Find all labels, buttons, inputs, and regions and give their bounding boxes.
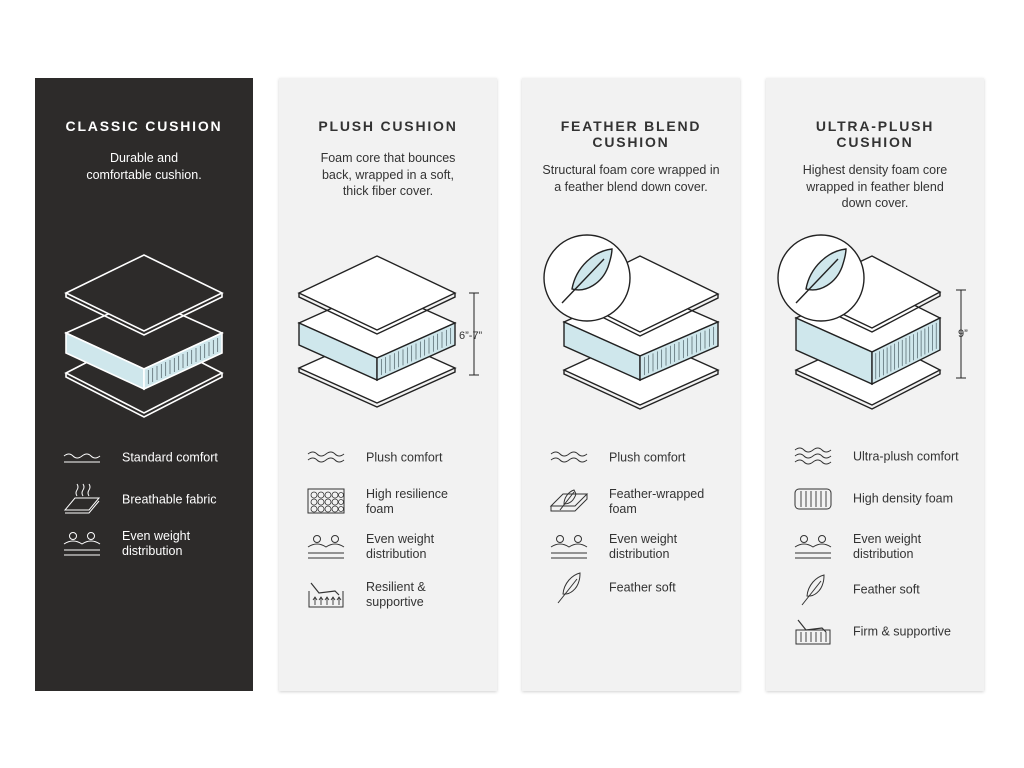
wave-lines-icon — [794, 447, 832, 465]
feature-feather-soft: Feather soft — [548, 570, 732, 606]
feature-firm-supportive: Firm & supportive — [792, 614, 976, 650]
plush-cushion-layers-illustration — [297, 255, 479, 408]
feature-standard-comfort: Standard comfort — [61, 440, 245, 476]
card-title: ULTRA-PLUSH CUSHION — [815, 118, 935, 150]
card-ultra-plush-cushion: ULTRA-PLUSH CUSHION Highest density foam… — [766, 78, 984, 691]
weight-distribution-icon — [63, 532, 101, 556]
feature-label: Even weight distribution — [366, 532, 435, 561]
feature-label: Even weight distribution — [609, 532, 678, 561]
feature-plush-comfort: Plush comfort — [305, 440, 489, 476]
feature-label: Even weight distribution — [122, 529, 191, 558]
feature-even-weight-distribution: Even weight distribution — [61, 526, 245, 562]
feature-label: Feather-wrapped foam — [609, 487, 705, 516]
feature-label: Feather soft — [853, 582, 920, 597]
weight-distribution-icon — [307, 535, 345, 559]
card-feather-blend-cushion: FEATHER BLEND CUSHION Structural foam co… — [522, 78, 740, 691]
dense-foam-icon — [794, 488, 832, 510]
wave-lines-icon — [307, 451, 345, 463]
card-title: FEATHER BLEND CUSHION — [560, 118, 702, 150]
card-description: Durable and comfortable cushion. — [86, 151, 202, 182]
wave-lines-icon — [550, 451, 588, 463]
feather-icon — [557, 572, 581, 604]
resilient-support-icon — [308, 582, 344, 608]
feather-badge-icon — [543, 234, 631, 322]
feature-high-resilience-foam: High resilience foam — [305, 484, 489, 520]
feature-label: High density foam — [853, 491, 954, 506]
card-description: Structural foam core wrapped in a feathe… — [542, 163, 720, 194]
feature-label: Ultra-plush comfort — [853, 449, 959, 464]
card-title: CLASSIC CUSHION — [65, 118, 223, 134]
feature-resilient-supportive: Resilient & supportive — [305, 577, 489, 613]
weight-distribution-icon — [550, 535, 588, 559]
feature-label: Breathable fabric — [122, 492, 217, 507]
feature-label: Standard comfort — [122, 450, 218, 465]
foam-cells-icon — [307, 488, 345, 514]
feature-even-weight-distribution: Even weight distribution — [305, 529, 489, 565]
feature-label: High resilience foam — [366, 487, 448, 516]
feather-icon — [801, 574, 825, 606]
card-title: PLUSH CUSHION — [318, 118, 458, 134]
feature-ultra-plush-comfort: Ultra-plush comfort — [792, 439, 976, 475]
height-measure-label: 6”-7” — [459, 330, 483, 342]
card-description: Foam core that bounces back, wrapped in … — [320, 151, 456, 198]
feature-label: Resilient & supportive — [366, 580, 426, 609]
feather-badge-icon — [777, 234, 865, 322]
feature-label: Feather soft — [609, 580, 676, 595]
height-measure-label: 9” — [958, 328, 968, 340]
ultra-plush-cushion-layers-illustration — [794, 255, 966, 410]
card-description: Highest density foam core wrapped in fea… — [802, 163, 948, 210]
breathable-fabric-icon — [63, 483, 101, 514]
feature-label: Firm & supportive — [853, 624, 951, 639]
feature-even-weight-distribution: Even weight distribution — [792, 529, 976, 565]
card-classic-cushion: CLASSIC CUSHION Durable and comfortable … — [35, 78, 253, 691]
feather-wrapped-foam-icon — [549, 489, 589, 512]
feature-even-weight-distribution: Even weight distribution — [548, 529, 732, 565]
feature-plush-comfort: Plush comfort — [548, 440, 732, 476]
weight-distribution-icon — [794, 535, 832, 559]
feature-label: Plush comfort — [609, 450, 686, 465]
feature-feather-wrapped-foam: Feather-wrapped foam — [548, 484, 732, 520]
card-plush-cushion: PLUSH CUSHION Foam core that bounces bac… — [279, 78, 497, 691]
feature-breathable-fabric: Breathable fabric — [61, 482, 245, 518]
feature-label: Even weight distribution — [853, 532, 922, 561]
classic-cushion-layers-illustration — [64, 254, 224, 418]
feature-feather-soft: Feather soft — [792, 572, 976, 608]
feature-high-density-foam: High density foam — [792, 481, 976, 517]
wave-lines-icon — [63, 453, 101, 463]
feature-label: Plush comfort — [366, 450, 443, 465]
firm-support-icon — [795, 619, 831, 645]
